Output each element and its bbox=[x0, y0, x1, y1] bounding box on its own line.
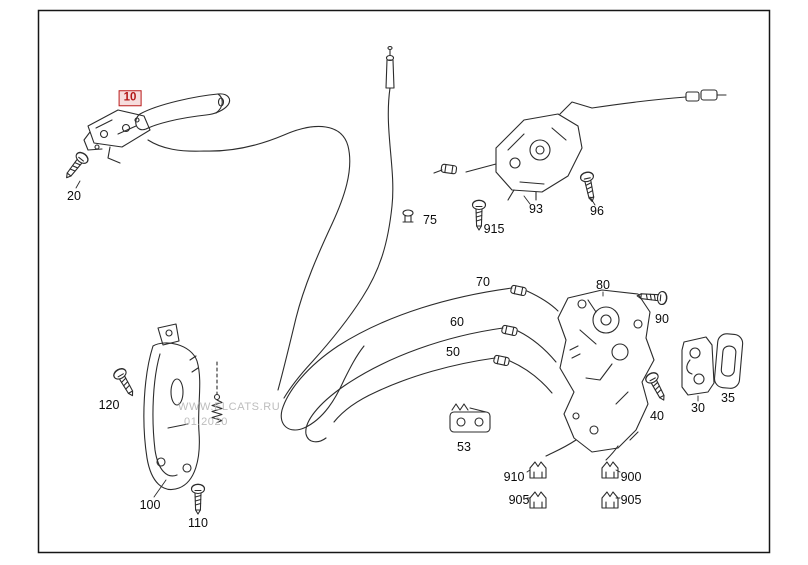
part-label-110[interactable]: 110 bbox=[188, 515, 208, 530]
part-label-96[interactable]: 96 bbox=[590, 203, 604, 218]
cable-60-art bbox=[305, 327, 557, 443]
part-label-20[interactable]: 20 bbox=[67, 188, 81, 203]
part-label-120[interactable]: 120 bbox=[98, 397, 120, 412]
gasket-35-art bbox=[713, 333, 744, 389]
cable-50-art bbox=[333, 357, 553, 423]
cable-end-70-art bbox=[509, 284, 528, 297]
bracket-53-art bbox=[449, 403, 491, 433]
cable-end-60-art bbox=[500, 324, 519, 337]
screw-120-art bbox=[111, 365, 139, 400]
top-cable-art bbox=[283, 45, 395, 399]
door-lock-80-art bbox=[545, 289, 655, 461]
part-label-905[interactable]: 905 bbox=[508, 492, 530, 507]
part-label-93[interactable]: 93 bbox=[529, 201, 543, 216]
screw-110-art bbox=[190, 483, 206, 515]
striker-30-art bbox=[681, 336, 715, 402]
part-label-50[interactable]: 50 bbox=[446, 344, 460, 359]
cable-70-art bbox=[280, 287, 559, 431]
part-label-30[interactable]: 30 bbox=[691, 400, 705, 415]
part-label-35[interactable]: 35 bbox=[721, 390, 735, 405]
screw-96-art bbox=[579, 170, 600, 204]
grommet-75-art bbox=[402, 209, 414, 223]
cable-end-50-art bbox=[492, 354, 511, 367]
door-handle-art bbox=[75, 93, 231, 189]
clip-905-left-art bbox=[529, 491, 547, 509]
watermark-line1: WWW.ELCATS.RU bbox=[178, 401, 280, 413]
carrier-100-art bbox=[143, 323, 201, 498]
part-label-100[interactable]: 100 bbox=[139, 497, 161, 512]
clip-905-right-art bbox=[601, 491, 619, 509]
clip-910-art bbox=[529, 461, 547, 479]
screw-90-art bbox=[635, 288, 668, 306]
part-label-53[interactable]: 53 bbox=[457, 439, 471, 454]
part-label-40[interactable]: 40 bbox=[650, 408, 664, 423]
spring-art bbox=[211, 361, 223, 424]
screw-20-art bbox=[60, 149, 91, 183]
part-label-915[interactable]: 915 bbox=[483, 221, 505, 236]
cable-end-93-art bbox=[440, 163, 458, 175]
part-label-80[interactable]: 80 bbox=[596, 277, 610, 292]
actuator-93-art bbox=[433, 89, 727, 206]
part-label-75[interactable]: 75 bbox=[423, 212, 437, 227]
part-label-910[interactable]: 910 bbox=[503, 469, 525, 484]
part-label-900[interactable]: 900 bbox=[620, 469, 642, 484]
part-label-60[interactable]: 60 bbox=[450, 314, 464, 329]
part-label-70[interactable]: 70 bbox=[476, 274, 490, 289]
part-label-905[interactable]: 905 bbox=[620, 492, 642, 507]
watermark-line2: 01.2020 bbox=[184, 416, 228, 428]
screw-40-art bbox=[643, 370, 671, 404]
part-label-90[interactable]: 90 bbox=[655, 311, 669, 326]
clips-art bbox=[526, 469, 621, 499]
diagram-border bbox=[37, 9, 771, 554]
part-label-10[interactable]: 10 bbox=[118, 90, 142, 106]
handle-cable-art bbox=[147, 125, 351, 391]
